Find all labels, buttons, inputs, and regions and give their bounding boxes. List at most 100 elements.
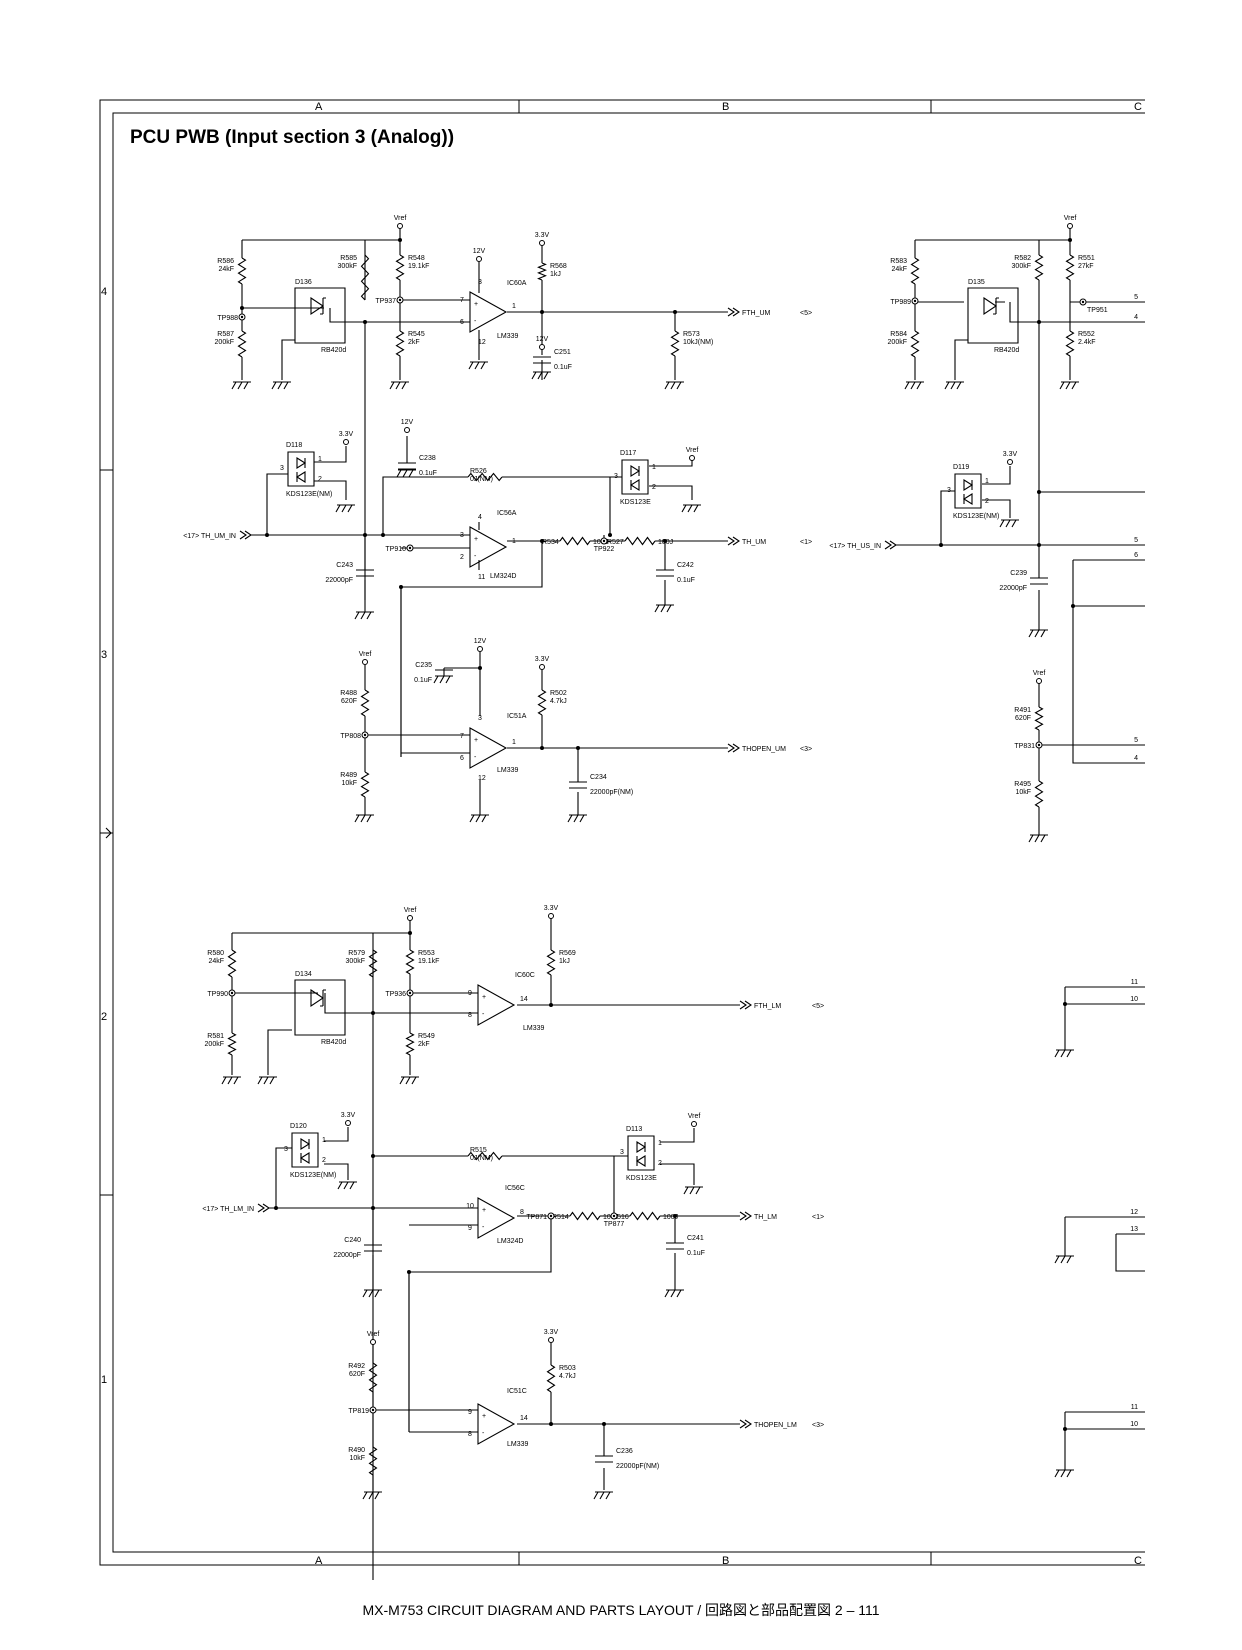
rail-label: Vref (359, 651, 372, 658)
signal-ref: <3> (800, 746, 812, 753)
testpoint-label: TP951 (1087, 307, 1108, 314)
ground-symbol (1059, 381, 1079, 390)
power-rail (477, 646, 483, 652)
ground-symbol (1054, 1469, 1074, 1478)
opamp-minus: - (474, 318, 477, 325)
ground-lines (469, 814, 489, 823)
signal-arrow (739, 1000, 752, 1010)
ground-symbol (354, 611, 374, 620)
pin-number: 3 (478, 715, 482, 722)
page-title: PCU PWB (Input section 3 (Analog)) (130, 127, 454, 148)
power-rail (1067, 223, 1073, 229)
pin-number: 5 (1134, 737, 1138, 744)
pin-number: 2 (658, 1160, 662, 1167)
testpoint-tp910 (406, 544, 414, 552)
rail-label: 12V (536, 336, 549, 343)
ground-lines (664, 1289, 684, 1298)
pin-number: 3 (460, 532, 464, 539)
power-rail (1007, 459, 1013, 465)
resistor-ref: R568 (550, 263, 567, 270)
capacitor-value: 22000pF (325, 577, 353, 584)
ground-lines (1054, 1469, 1074, 1478)
pin-number: 3 (280, 465, 284, 472)
signal-thopen-lm (739, 1419, 752, 1429)
resistor-value: 10kJ(NM) (683, 339, 713, 346)
resistor-value: 24kF (208, 958, 224, 965)
capacitor-ref: C238 (419, 455, 436, 462)
resistor-body (395, 330, 405, 357)
capacitor-value: 22000pF(NM) (616, 1463, 659, 1470)
diode-d136 (294, 287, 346, 344)
resistor-body (368, 1446, 378, 1476)
power-rail (343, 439, 349, 445)
signal-fth-lm (739, 1000, 752, 1010)
signal-ref: <3> (812, 1422, 824, 1429)
diode-value: KDS123E(NM) (290, 1172, 336, 1179)
resistor-ref: R492 (348, 1363, 365, 1370)
testpoint-label: TP922 (594, 546, 615, 553)
pin-number: 4 (1134, 755, 1138, 762)
rail-label: Vref (394, 215, 407, 222)
opamp-part: LM339 (523, 1025, 545, 1032)
pin-number: 11 (478, 574, 485, 581)
diode-package (954, 473, 982, 509)
wires (231, 228, 1145, 1580)
ground-symbol (337, 1181, 357, 1190)
resistor-ref: R488 (340, 690, 357, 697)
opamp-minus: - (482, 1430, 485, 1437)
resistor-body (670, 330, 680, 357)
testpoint-tp877 (610, 1212, 618, 1220)
opamp-part: LM339 (497, 333, 519, 340)
diode-package (287, 451, 315, 487)
capacitor-value: 0.1uF (687, 1250, 705, 1257)
ground-symbol (567, 814, 587, 823)
signal-ref: <5> (812, 1003, 824, 1010)
resistor-ref: R573 (683, 331, 700, 338)
resistor-value: 300kF (338, 263, 357, 270)
power-rail (539, 664, 545, 670)
pin-number: 3 (620, 1149, 624, 1156)
opamp-minus: - (474, 754, 477, 761)
ground-lines (681, 504, 701, 513)
resistor-body (467, 472, 503, 482)
signal-thopen-um (727, 743, 740, 753)
signal-th_us_in (884, 540, 897, 550)
resistor-body (360, 771, 370, 798)
testpoint-tp831 (1035, 741, 1043, 749)
resistor-r579 (368, 949, 378, 978)
resistor-body (405, 1032, 415, 1056)
ground-lines (683, 1186, 703, 1195)
resistor-r553 (405, 949, 415, 975)
ground-symbol (231, 381, 251, 390)
resistor-value: 200kF (205, 1041, 224, 1048)
testpoint-dot (240, 315, 244, 319)
diode-d120 (291, 1132, 319, 1168)
resistor-ref: R581 (207, 1033, 224, 1040)
page-footer: MX-M753 CIRCUIT DIAGRAM AND PARTS LAYOUT… (362, 1602, 880, 1618)
rail-label: Vref (686, 447, 699, 454)
testpoint-dot (408, 991, 412, 995)
ground-symbol (389, 381, 409, 390)
resistor-ref: R491 (1014, 707, 1031, 714)
opamp-part: LM339 (497, 767, 519, 774)
resistor-ref: R526 (470, 468, 487, 475)
resistor-ref: R548 (408, 255, 425, 262)
testpoint-tp989 (911, 297, 919, 305)
signal-name: THOPEN_UM (742, 746, 786, 753)
resistor-r534 (559, 536, 591, 546)
testpoint-tp871 (547, 1212, 555, 1220)
ground-lines (362, 1491, 382, 1500)
opamp-body (469, 526, 508, 568)
resistor-body (1034, 706, 1044, 731)
ground-symbol (362, 1491, 382, 1500)
diode-lower (299, 1152, 310, 1164)
testpoint-label: TP936 (385, 991, 406, 998)
signal-arrow (727, 536, 740, 546)
resistor-value: 24kF (891, 266, 907, 273)
capacitor-ref: C239 (1010, 570, 1027, 577)
resistor-r551 (1065, 254, 1075, 281)
testpoint-tp808 (361, 731, 369, 739)
pin-number: 3 (478, 279, 482, 286)
pin-number: 3 (284, 1146, 288, 1153)
ground-symbol (271, 381, 291, 390)
